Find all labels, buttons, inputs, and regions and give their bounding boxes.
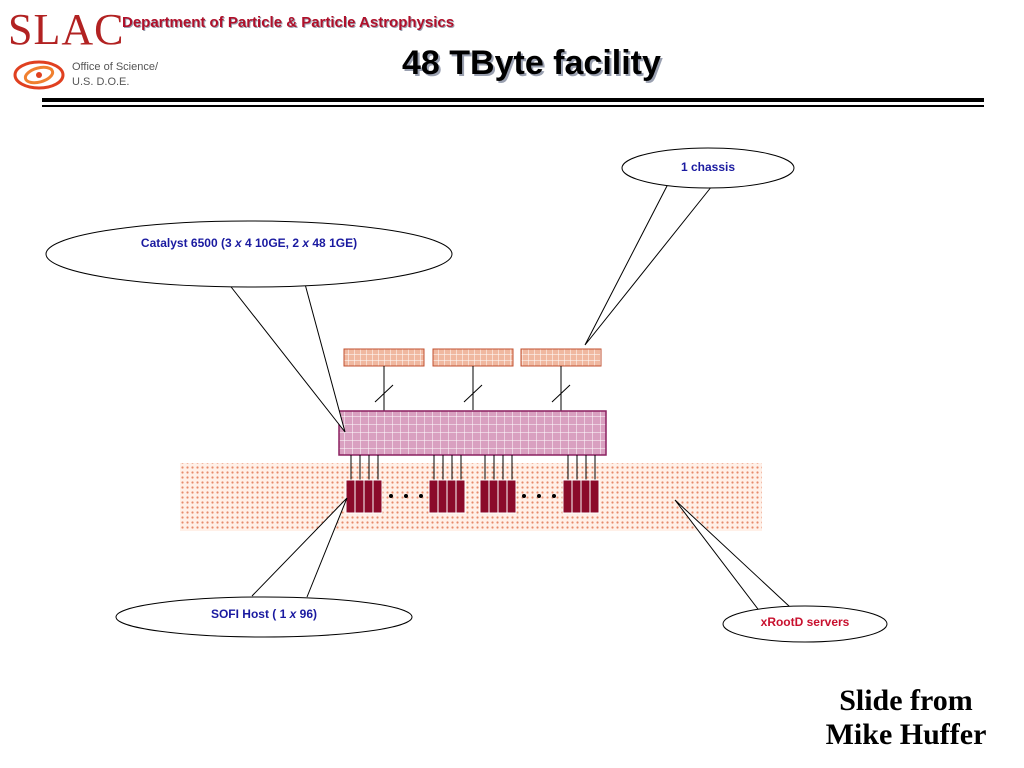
callout-xrootd: xRootD servers xyxy=(674,499,888,643)
chassis-box xyxy=(432,348,514,367)
sofi-hosts xyxy=(345,479,600,514)
callout-sofi-label: SOFI Host ( 1 x 96) xyxy=(211,607,317,621)
downlink-lines xyxy=(350,455,596,481)
slac-logo: SLAC xyxy=(8,5,125,54)
credit-line-2: Mike Huffer xyxy=(825,718,987,751)
department-title: Department of Particle & Particle Astrop… xyxy=(122,14,455,31)
slide-credit: Slide from Mike Huffer xyxy=(800,684,1012,752)
catalyst-switch xyxy=(338,410,607,456)
doe-logo-icon xyxy=(12,58,66,92)
ellipsis-dots xyxy=(389,494,556,498)
callout-chassis: 1 chassis xyxy=(584,147,795,346)
callout-xrootd-label: xRootD servers xyxy=(761,615,850,629)
credit-line-1: Slide from xyxy=(839,684,973,717)
callout-chassis-label: 1 chassis xyxy=(681,160,735,174)
callout-sofi: SOFI Host ( 1 x 96) xyxy=(115,497,413,638)
callout-catalyst-label: Catalyst 6500 (3 x 4 10GE, 2 x 48 1GE) xyxy=(141,236,357,250)
doe-text: Office of Science/ U.S. D.O.E. xyxy=(72,61,159,88)
chassis-box xyxy=(520,348,602,367)
xrootd-server-field xyxy=(180,463,762,531)
callout-catalyst: Catalyst 6500 (3 x 4 10GE, 2 x 48 1GE) xyxy=(45,220,453,433)
chassis-box xyxy=(343,348,425,367)
title-divider xyxy=(42,98,984,108)
slide-title: 48 TByte facility xyxy=(402,44,661,82)
